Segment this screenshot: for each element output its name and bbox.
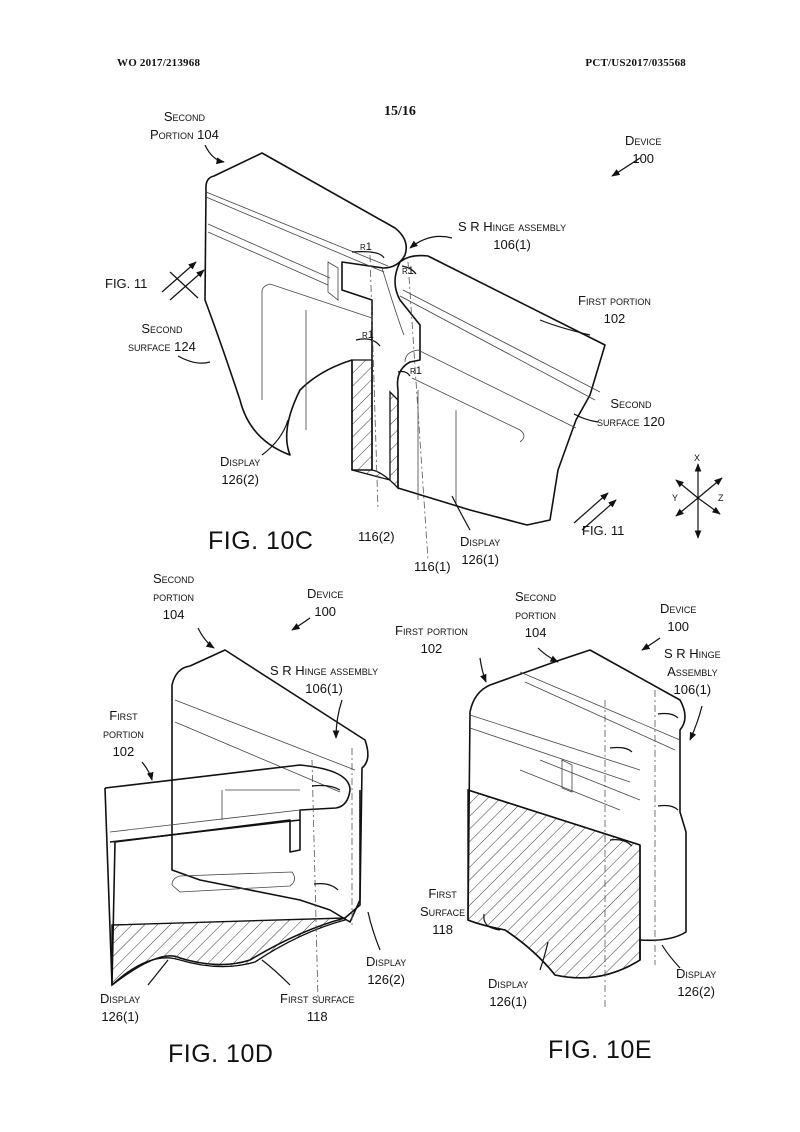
fig-10c-coordinate-axes — [675, 463, 723, 539]
fig-10c-label-section-fig11-right: FIG. 11 — [582, 523, 625, 538]
fig-10c-label-display-126-1: Display 126(1) — [460, 534, 501, 567]
fig-10c-label-second-surface-120: Second surface 120 — [597, 396, 665, 429]
fig-10d-second-portion-outline — [171, 649, 369, 923]
sheet-number: 15/16 — [384, 104, 416, 119]
fig-10d-drawing — [104, 617, 381, 1001]
fig-10c-axis-z-label: z — [718, 489, 724, 504]
application-number: PCT/US2017/035568 — [585, 57, 686, 69]
fig-10c-label-hinge-assembly: S R Hinge assembly 106(1) — [458, 219, 567, 252]
fig-10d-label-display-126-1: Display 126(1) — [100, 991, 141, 1024]
fig-10d-label-hinge-assembly: S R Hinge assembly 106(1) — [270, 663, 379, 696]
fig-10d-label-first-surface-118: First surface 118 — [280, 991, 355, 1024]
fig-10e-label-hinge-assembly: S R Hinge Assembly 106(1) — [664, 646, 721, 697]
fig-10c-first-portion-outline — [394, 254, 606, 526]
fig-10e-drawing — [467, 637, 703, 1010]
fig-10c-radius-label: r1 — [402, 265, 414, 277]
fig-10e-label-second-portion: Second portion 104 — [515, 589, 557, 640]
fig-10c-radius-label: r1 — [360, 241, 372, 253]
fig-10e-label-first-surface-118: First Surface 118 — [420, 886, 466, 937]
fig-10d-label-device: Device 100 — [307, 586, 344, 619]
publication-number: WO 2017/213968 — [117, 57, 201, 69]
fig-10d-label-first-portion: First portion 102 — [103, 708, 144, 759]
fig-10c-hinge-section-hatch — [351, 359, 399, 490]
fig-10c-axis-x-label: x — [694, 449, 701, 464]
fig-10c-label-first-portion: First portion 102 — [578, 293, 651, 326]
fig-10e-label-device: Device 100 — [660, 601, 697, 634]
fig-10e-first-surface-hatch — [467, 789, 641, 979]
fig-10d-title: FIG. 10D — [168, 1040, 274, 1068]
fig-10d-label-second-portion: Second portion 104 — [153, 571, 195, 622]
fig-10c-title: FIG. 10C — [208, 527, 314, 555]
fig-10e-label-display-126-2: Display 126(2) — [676, 966, 717, 999]
fig-10c-radius-label: r1 — [362, 329, 374, 341]
fig-10e-title: FIG. 10E — [548, 1036, 653, 1064]
fig-10c-drawing — [161, 144, 723, 561]
fig-10c-label-ref-116-1: 116(1) — [414, 559, 451, 574]
fig-10d-label-display-126-2: Display 126(2) — [366, 954, 407, 987]
fig-10c-label-second-surface-124: Second surface 124 — [128, 321, 196, 354]
fig-10c-second-portion-outline — [204, 152, 408, 471]
fig-10c-radius-label: r1 — [410, 365, 422, 377]
fig-10c-label-device: Device 100 — [625, 133, 662, 166]
fig-10c-axis-y-label: y — [672, 489, 679, 504]
fig-10c-label-display-126-2: Display 126(2) — [220, 454, 261, 487]
fig-10d-first-surface-hatch — [111, 917, 346, 987]
fig-10c-label-second-portion: Second Portion 104 — [150, 109, 219, 142]
fig-10c-label-ref-116-2: 116(2) — [358, 529, 395, 544]
fig-10c-label-section-fig11-left: FIG. 11 — [105, 276, 148, 291]
fig-10e-label-display-126-1: Display 126(1) — [488, 976, 529, 1009]
fig-10e-label-first-portion: First portion 102 — [395, 623, 468, 656]
